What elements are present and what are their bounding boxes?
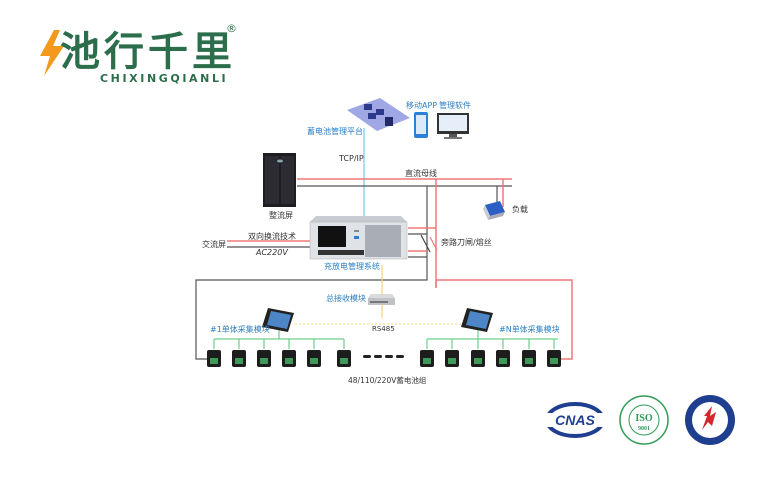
tcpip-label: TCP/IP (339, 154, 364, 163)
module1-label: #1单体采集模块 (210, 325, 270, 334)
cnas-text: CNAS (555, 412, 595, 428)
ellipsis-icon (363, 355, 404, 358)
battery-group-label: 48/110/220V蓄电池组 (348, 376, 427, 385)
logo-english-name: CHIXINGQIANLI (100, 72, 229, 85)
bidirectional-label: 双向换流技术 (248, 232, 296, 241)
company-logo: 池行千里 CHIXINGQIANLI ® (38, 22, 248, 90)
load-icon (483, 201, 505, 220)
ac220v-label: AC220V (256, 248, 288, 257)
rectifier-cabinet-icon (263, 153, 296, 207)
moduleN-label: #N单体采集模块 (499, 325, 560, 334)
battery-cell-right-5 (522, 350, 536, 367)
sensor-bus-left (213, 330, 345, 349)
charge-discharge-unit-icon (309, 216, 408, 260)
battery-cell-right-2 (445, 350, 459, 367)
management-software-label: 管理软件 (439, 101, 471, 110)
charge-discharge-label: 充放电管理系统 (324, 262, 380, 271)
battery-cell-left-3 (257, 350, 271, 367)
battery-cell-left-4 (282, 350, 296, 367)
sensor-bus-right (426, 330, 558, 349)
ac-screen-label: 交流屏 (202, 240, 226, 249)
receiver-label: 总接收模块 (326, 294, 366, 303)
battery-cell-right-1 (420, 350, 434, 367)
battery-cell-left-6 (337, 350, 351, 367)
battery-cell-left-1 (207, 350, 221, 367)
battery-group (207, 350, 561, 367)
iso-sub-text: 9001 (638, 426, 650, 432)
dc-bus-label: 直流母线 (405, 169, 437, 178)
platform-label: 蓄电池管理平台 (307, 127, 363, 136)
rectifier-label: 整流屏 (269, 211, 293, 220)
mobile-app-icon (414, 112, 428, 138)
battery-cell-left-5 (307, 350, 321, 367)
registered-mark: ® (226, 22, 237, 35)
battery-cell-right-4 (496, 350, 510, 367)
iso9001-logo: ISO 9001 (619, 395, 669, 445)
management-platform-icon (347, 98, 410, 131)
cnas-logo: CNAS (545, 402, 605, 438)
mobile-app-label: 移动APP (406, 101, 438, 110)
iso-text: ISO (635, 413, 652, 424)
battery-cell-right-3 (471, 350, 485, 367)
collector-tablet-left-icon (262, 308, 294, 332)
battery-cell-right-6 (547, 350, 561, 367)
management-software-icon (437, 113, 469, 139)
load-label: 负载 (512, 205, 528, 214)
battery-cell-left-2 (232, 350, 246, 367)
logo-chinese-name: 池行千里 (60, 29, 236, 75)
high-tech-enterprise-logo (685, 395, 735, 445)
collector-tablet-right-icon (461, 308, 493, 332)
lightning-bolt-icon (40, 30, 64, 76)
rs485-label: RS485 (372, 325, 395, 333)
receiver-module-icon (368, 294, 395, 305)
bypass-label: 旁路刀闸/熔丝 (441, 238, 492, 247)
